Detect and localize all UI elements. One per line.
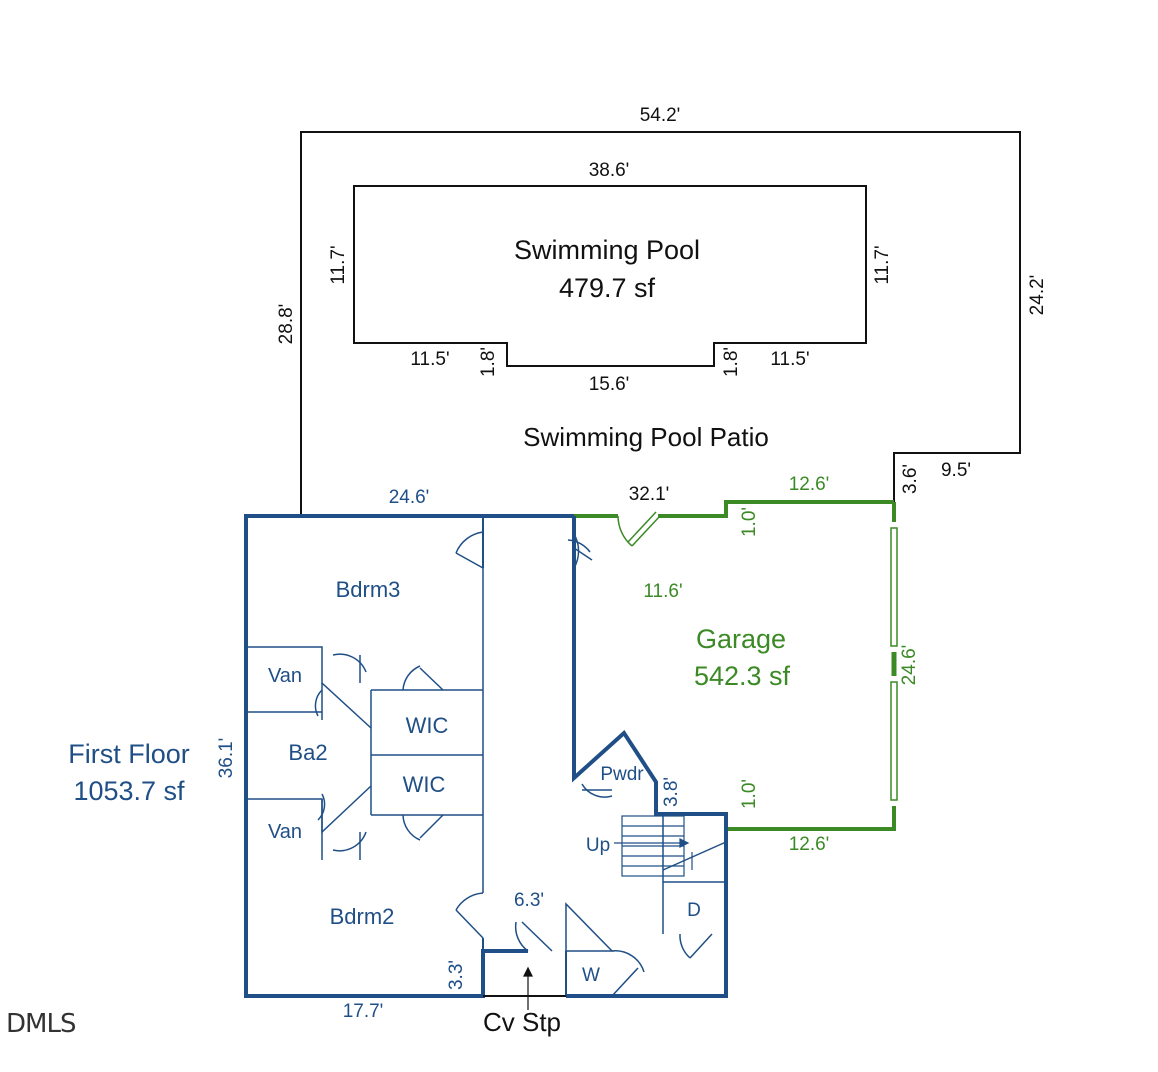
dim-patio-step-h: 9.5' <box>941 460 971 481</box>
stairs <box>614 815 693 877</box>
dim-garage-bottom-step: 1.0' <box>739 779 760 809</box>
room-pwdr-label: Pwdr <box>600 764 644 785</box>
cv-stp-label: Cv Stp <box>483 1007 561 1037</box>
dim-patio-right: 24.2' <box>1027 275 1048 316</box>
pool-name-label: Swimming Pool <box>514 235 700 265</box>
entry-arrow <box>523 966 533 1010</box>
patio-name-label: Swimming Pool Patio <box>523 422 769 452</box>
dim-pool-left: 11.7' <box>328 245 349 284</box>
dim-pwdr-side: 3.8' <box>661 777 682 807</box>
dim-pool-notch-left: 1.8' <box>478 347 499 377</box>
room-wic-top-label: WIC <box>406 713 449 738</box>
dim-pool-bottom-left: 11.5' <box>410 349 449 370</box>
dim-garage-bottom: 12.6' <box>789 834 830 855</box>
dim-patio-left: 28.8' <box>276 304 297 345</box>
door-swings <box>314 531 713 997</box>
dim-floor-left: 36.1' <box>216 738 237 779</box>
first-floor-area-label: 1053.7 sf <box>73 776 185 806</box>
dim-patio-top: 54.2' <box>640 105 681 126</box>
first-floor-name-label: First Floor <box>68 739 190 769</box>
dim-pool-notch-bottom: 15.6' <box>589 374 630 395</box>
dim-floor-bottom: 17.7' <box>343 1001 384 1022</box>
first-floor-walls <box>244 514 728 998</box>
dim-patio-step-v: 3.6' <box>900 464 921 494</box>
dim-pool-right: 11.7' <box>872 245 893 284</box>
dim-pool-top: 38.6' <box>589 160 630 181</box>
garage-door-swing <box>617 511 661 547</box>
dim-pool-notch-right: 1.8' <box>721 347 742 377</box>
garage-area-label: 542.3 sf <box>694 661 791 691</box>
room-van-bottom-label: Van <box>268 821 302 843</box>
dim-garage-right: 24.6' <box>899 645 920 686</box>
pool-outline <box>353 185 867 367</box>
pool-area-label: 479.7 sf <box>559 273 656 303</box>
dim-floor-top: 24.6' <box>389 487 430 508</box>
dim-floor-notch: 3.3' <box>446 960 467 990</box>
room-ba2-label: Ba2 <box>288 740 327 765</box>
room-van-top-label: Van <box>268 665 302 687</box>
room-up-label: Up <box>586 835 610 856</box>
room-bdrm2-label: Bdrm2 <box>330 904 395 929</box>
patio-outline <box>300 131 1021 516</box>
room-bdrm3-label: Bdrm3 <box>336 577 401 602</box>
dim-pool-bottom-right: 11.5' <box>770 349 809 370</box>
dim-garage-inner: 11.6' <box>643 581 682 602</box>
watermark-logo: DMLS <box>6 1009 76 1039</box>
dim-entry: 6.3' <box>514 890 544 911</box>
room-wic-bottom-label: WIC <box>403 772 446 797</box>
room-w-label: W <box>582 965 600 986</box>
room-d-label: D <box>687 900 701 921</box>
dim-garage-top-step: 1.0' <box>739 507 760 537</box>
dim-garage-top-right: 12.6' <box>789 474 830 495</box>
dim-garage-top-total: 32.1' <box>629 484 670 505</box>
garage-walls <box>574 500 898 831</box>
garage-name-label: Garage <box>696 624 786 654</box>
